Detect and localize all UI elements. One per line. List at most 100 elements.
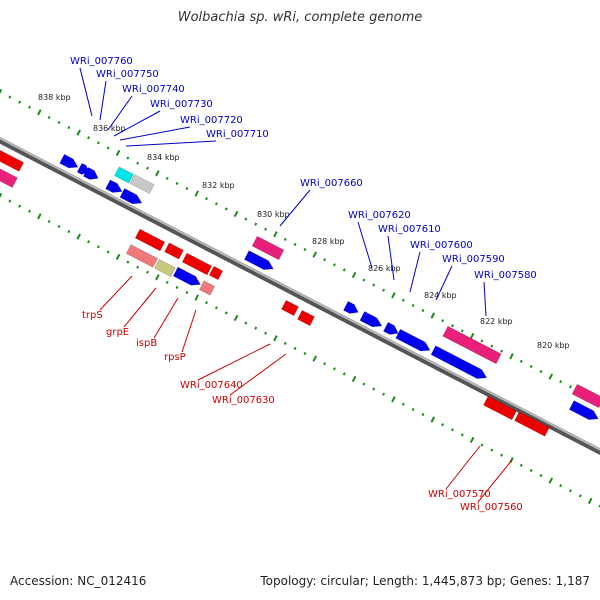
scale-tick-upper (490, 344, 494, 348)
scale-tick-lower (351, 375, 357, 383)
forward-cds-arrow (395, 328, 431, 352)
scale-tick-lower (391, 396, 396, 403)
scale-tick-lower (587, 497, 593, 505)
forward-cds-arrow (568, 400, 599, 420)
forward-cds-arrow (243, 250, 274, 270)
cds-olive-box (154, 259, 176, 277)
gene-label: WRi_007630 (212, 395, 275, 406)
forward-cds-arrow (105, 179, 123, 193)
reverse-cds-box (164, 242, 184, 260)
scale-tick-upper (273, 231, 278, 238)
scale-label: 822 kbp (480, 317, 513, 326)
scale-tick-upper (529, 364, 533, 368)
scale-tick-lower (0, 192, 3, 199)
scale-tick-upper (391, 292, 396, 299)
gene-label: rpsP (164, 352, 186, 363)
backbone-shadow (0, 136, 600, 456)
scale-tick-upper (283, 237, 287, 241)
scale-tick-lower (18, 204, 22, 208)
scale-tick-lower (224, 311, 228, 315)
backbone-highlight (0, 137, 600, 451)
scale-label: 830 kbp (257, 210, 290, 219)
scale-label: 832 kbp (202, 181, 235, 190)
gene-label: WRi_007600 (410, 240, 473, 251)
scale-tick-upper (332, 263, 336, 267)
scale-tick-lower (244, 321, 248, 325)
scale-label: 834 kbp (147, 153, 180, 162)
scale-tick-lower (165, 280, 169, 284)
scale-tick-lower (57, 224, 61, 229)
scale-tick-upper (76, 129, 81, 136)
reverse-cds-box (0, 148, 25, 172)
scale-tick-upper (469, 332, 475, 340)
scale-tick-lower (96, 245, 100, 249)
scale-tick-upper (312, 251, 318, 258)
scale-tick-upper (126, 156, 130, 160)
gene-label: WRi_007750 (96, 69, 159, 80)
scale-label: 838 kbp (38, 93, 71, 102)
scale-tick-upper (430, 312, 436, 319)
scale-label: 820 kbp (537, 341, 570, 350)
scale-tick-lower (155, 274, 160, 281)
scale-tick-lower (28, 209, 31, 213)
scale-tick-lower (519, 463, 523, 467)
scale-tick-upper (460, 329, 464, 333)
scale-tick-lower (332, 367, 336, 371)
scale-tick-lower (87, 240, 90, 244)
scale-tick-upper (136, 161, 140, 165)
scale-tick-lower (214, 306, 218, 310)
reverse-cds-box (483, 395, 517, 421)
scale-tick-lower (450, 428, 454, 432)
scale-tick-upper (351, 271, 357, 279)
scale-tick-lower (372, 387, 376, 391)
scale-tick-lower (146, 270, 150, 274)
forward-cds-arrow (59, 154, 79, 169)
scale-tick-upper (87, 136, 90, 140)
scale-tick-upper (106, 146, 110, 150)
scale-tick-upper (146, 166, 150, 170)
rrna-box (571, 383, 600, 409)
scale-tick-upper (411, 303, 415, 308)
scale-tick-upper (372, 283, 376, 287)
scale-label: 826 kbp (368, 264, 401, 273)
scale-tick-lower (205, 301, 209, 305)
label-leader (107, 95, 133, 131)
label-leader (99, 275, 133, 311)
gene-label: WRi_007580 (474, 270, 537, 281)
scale-tick-upper (67, 126, 71, 130)
label-leader (181, 309, 197, 353)
forward-cds-arrow (172, 266, 201, 286)
reverse-cds-box (208, 265, 224, 281)
gene-label: WRi_007710 (206, 129, 269, 140)
scale-tick-upper (401, 298, 405, 302)
scale-tick-lower (293, 346, 297, 351)
label-leader (119, 126, 191, 141)
scale-tick-upper (264, 227, 268, 231)
gene-label: WRi_007590 (442, 254, 505, 265)
cds-faded-box (125, 244, 159, 268)
scale-tick-upper (96, 141, 100, 145)
scale-tick-lower (401, 402, 405, 406)
label-leader (477, 459, 513, 503)
scale-tick-upper (421, 308, 425, 313)
scale-tick-lower (578, 494, 582, 498)
scale-label: 824 kbp (424, 291, 457, 300)
forward-cds-arrow (359, 311, 383, 328)
scale-tick-lower (460, 433, 464, 437)
gene-label: WRi_007760 (70, 56, 133, 67)
scale-tick-lower (194, 294, 199, 301)
reverse-cds-box (134, 228, 166, 252)
scale-tick-upper (224, 207, 228, 211)
scale-tick-lower (548, 477, 554, 484)
label-leader (409, 251, 421, 293)
scale-tick-lower (67, 230, 71, 234)
scale-tick-lower (312, 355, 318, 362)
gene-label: WRi_007730 (150, 99, 213, 110)
scale-tick-upper (205, 197, 209, 201)
forward-cds-arrow (430, 345, 488, 379)
label-leader (79, 67, 93, 117)
topology-text: Topology: circular; Length: 1,445,873 bp… (260, 574, 590, 588)
forward-cds-arrow (383, 321, 399, 335)
scale-tick-upper (559, 380, 563, 384)
